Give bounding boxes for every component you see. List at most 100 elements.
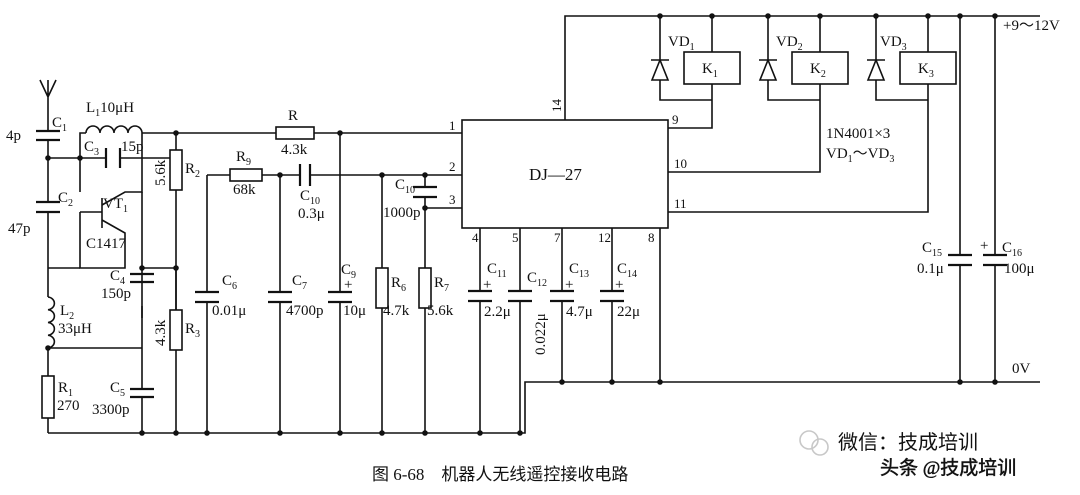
- label-c7: C7: [292, 273, 307, 292]
- ic-pin-3: 3: [449, 192, 456, 207]
- label-c5: C5: [110, 380, 125, 399]
- value-r1: 270: [57, 398, 80, 414]
- label-r2: R2: [185, 161, 200, 180]
- toutiao-watermark: 头条 @技成培训: [880, 457, 1016, 479]
- resistor-r6: [375, 267, 389, 309]
- capacitor-c7: [268, 290, 292, 304]
- capacitor-c10-shunt: [413, 185, 437, 199]
- diode-vd1: [650, 57, 670, 81]
- value-c13: 4.7μ: [566, 304, 593, 320]
- capacitor-c14: [600, 289, 624, 303]
- capacitor-c16: [983, 253, 1007, 267]
- label-c1: C1: [52, 115, 67, 134]
- value-c3: 15p: [121, 139, 144, 155]
- label-r9: R9: [236, 149, 251, 168]
- value-c5: 3300p: [92, 402, 130, 418]
- value-c4: 150p: [101, 286, 131, 302]
- ic-pin-2: 2: [449, 159, 456, 174]
- value-r3: 4.3k: [153, 319, 169, 346]
- resistor-r7: [418, 267, 432, 309]
- value-r: 4.3k: [281, 142, 308, 158]
- value-c9: 10μ: [343, 303, 366, 319]
- ic-pin-4: 4: [472, 230, 479, 245]
- value-r7: 5.6k: [427, 303, 454, 319]
- ic-pin-12: 12: [598, 230, 611, 245]
- value-c11: 2.2μ: [484, 304, 511, 320]
- label-k3: K3: [918, 61, 934, 80]
- label-k1: K1: [702, 61, 718, 80]
- wechat-watermark-text: 微信：技成培训: [838, 431, 978, 454]
- supply-ground: 0V: [1012, 361, 1031, 377]
- label-r7: R7: [434, 275, 449, 294]
- label-k2: K2: [810, 61, 826, 80]
- label-r: R: [288, 108, 298, 124]
- resistor-r: [275, 126, 315, 140]
- value-c15: 0.1μ: [917, 261, 944, 277]
- value-r6: 4.7k: [383, 303, 410, 319]
- plus-c13: +: [565, 277, 573, 293]
- relay-k2: [791, 51, 849, 85]
- label-c4: C4: [110, 268, 125, 287]
- label-c3: C3: [84, 139, 99, 158]
- value-c16: 100μ: [1004, 261, 1035, 277]
- label-vd2: VD2: [776, 34, 803, 53]
- resistor-r2: [169, 149, 183, 191]
- label-c10-series: C10: [300, 188, 320, 207]
- wiring: [39, 15, 1040, 434]
- capacitor-c10-series: [298, 164, 312, 186]
- wechat-watermark: 微信：技成培训: [799, 430, 978, 456]
- capacitor-c11: [468, 289, 492, 303]
- label-c14: C14: [617, 261, 637, 280]
- label-vd3: VD3: [880, 34, 907, 53]
- value-c10-shunt: 1000p: [383, 205, 421, 221]
- capacitor-c9: [328, 290, 352, 304]
- value-r2: 5.6k: [153, 159, 169, 186]
- diode-vd2: [758, 57, 778, 81]
- label-c13: C13: [569, 261, 589, 280]
- figure-caption: 图 6-68 机器人无线遥控接收电路: [372, 465, 628, 484]
- value-r9: 68k: [233, 182, 256, 198]
- ic-pin-1: 1: [449, 118, 456, 133]
- junction-dots: [45, 13, 998, 436]
- plus-c16: +: [980, 238, 988, 254]
- capacitor-c12: [508, 289, 532, 303]
- ic-pin-7: 7: [554, 230, 561, 245]
- label-c16: C16: [1002, 240, 1022, 259]
- ic-dj27: [461, 119, 669, 229]
- label-r6: R6: [391, 275, 406, 294]
- label-vt1: VT1: [103, 196, 128, 215]
- label-r3: R3: [185, 321, 200, 340]
- diode-note-type: 1N4001×3: [826, 126, 890, 142]
- capacitor-c1: [36, 129, 60, 142]
- label-l1: L110μH: [86, 100, 134, 119]
- label-vd1: VD1: [668, 34, 695, 53]
- value-c6: 0.01μ: [212, 303, 246, 319]
- value-c14: 22μ: [617, 304, 640, 320]
- ic-name: DJ—27: [529, 165, 582, 184]
- value-c10-series: 0.3μ: [298, 206, 325, 222]
- label-c12: C12: [527, 270, 547, 289]
- diode-vd3: [866, 57, 886, 81]
- value-c2: 47p: [8, 221, 31, 237]
- type-vt1: C1417: [86, 236, 127, 252]
- label-c9: C9: [341, 262, 356, 281]
- capacitor-c3: [104, 148, 122, 168]
- ic-pin-11: 11: [674, 196, 687, 211]
- label-l2: L2: [60, 303, 74, 322]
- label-c10-shunt: C10: [395, 177, 415, 196]
- capacitor-c15: [948, 253, 972, 267]
- label-r1: R1: [58, 380, 73, 399]
- capacitor-c4: [130, 272, 154, 284]
- value-c1: 4p: [6, 128, 21, 144]
- value-l2: 33μH: [58, 321, 92, 337]
- plus-c14: +: [615, 277, 623, 293]
- resistor-r3: [169, 309, 183, 351]
- inductor-l1: [85, 125, 143, 134]
- resistor-r9: [229, 168, 263, 182]
- label-c11: C11: [487, 261, 507, 280]
- value-c12: 0.022μ: [533, 313, 549, 355]
- relay-k1: [683, 51, 741, 85]
- supply-positive: +9～12V: [1003, 18, 1060, 34]
- resistor-r1: [41, 375, 55, 419]
